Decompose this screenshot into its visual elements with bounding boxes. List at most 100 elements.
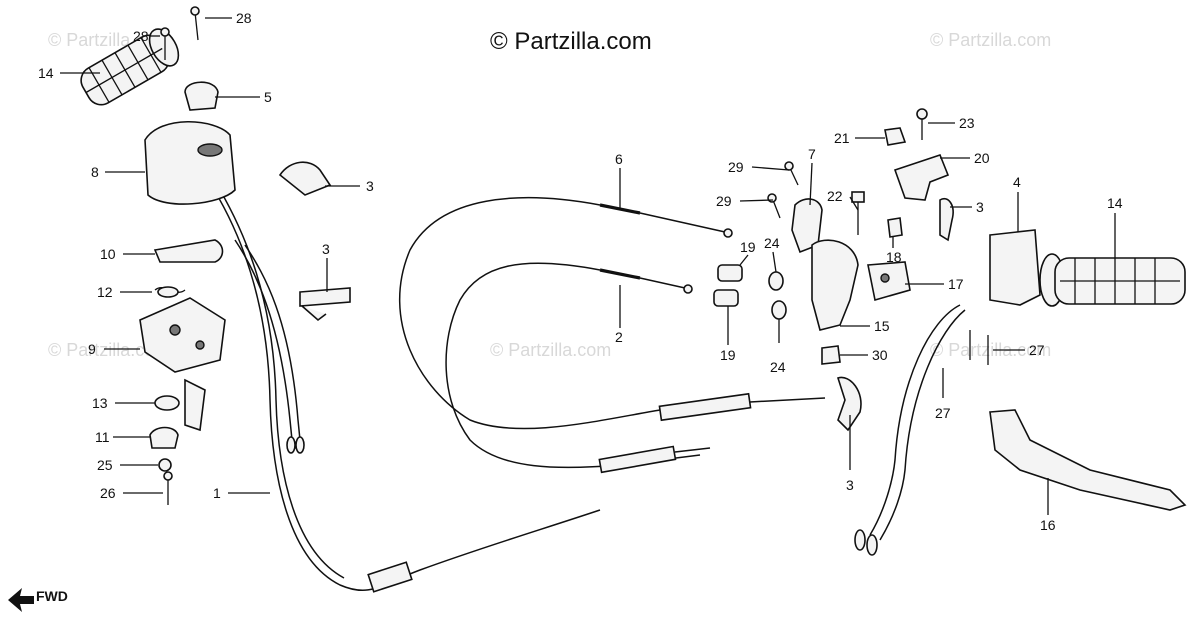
- callout-6: 6: [615, 151, 623, 167]
- part-13-arm: [184, 378, 206, 432]
- right-wire-connector-b: [866, 534, 878, 556]
- screw-29b: [772, 199, 781, 219]
- wire-connector-b: [295, 436, 305, 454]
- part-18: [887, 217, 903, 238]
- bracket-10: [153, 239, 224, 263]
- callout-28-left: 28: [133, 28, 149, 44]
- cable-clamp-mid: [299, 287, 351, 307]
- throttle-knob: [184, 81, 219, 111]
- callout-7: 7: [808, 146, 816, 162]
- callout-27-right: 27: [1029, 342, 1045, 358]
- callout-25: 25: [97, 457, 113, 473]
- cable-2-lower-wire: [674, 447, 711, 453]
- callout-22: 22: [827, 188, 843, 204]
- nut-25: [158, 458, 172, 472]
- callout-12: 12: [97, 284, 113, 300]
- fwd-label: FWD: [36, 588, 68, 604]
- cable-clamp-top: [278, 161, 332, 196]
- brake-lever-16: [989, 409, 1187, 511]
- cable-6: [399, 197, 741, 430]
- callout-24-bottom: 24: [770, 359, 786, 375]
- watermark-top-right: © Partzilla.com: [930, 30, 1052, 50]
- callout-13: 13: [92, 395, 108, 411]
- part-24a: [768, 271, 784, 291]
- part-24b: [771, 300, 787, 320]
- cable-2-nipple: [683, 284, 693, 294]
- callout-16: 16: [1040, 517, 1056, 533]
- cable-2-end: [599, 268, 641, 280]
- callout-15: 15: [874, 318, 890, 334]
- callout-14-left: 14: [38, 65, 54, 81]
- lever-holder-7: [791, 198, 823, 254]
- callout-4: 4: [1013, 174, 1021, 190]
- callout-11: 11: [95, 429, 110, 445]
- callout-23: 23: [959, 115, 975, 131]
- fwd-arrow-icon: [8, 588, 34, 612]
- leader-lines: [60, 17, 1116, 515]
- callout-19-bottom: 19: [720, 347, 736, 363]
- part-13: [154, 395, 180, 411]
- callout-24-top: 24: [764, 235, 780, 251]
- cable-6-wire: [639, 212, 726, 233]
- switch-body-9: [139, 297, 226, 373]
- cable-6-adjuster: [658, 392, 752, 422]
- part-19b: [713, 289, 739, 307]
- cable-1: [207, 179, 601, 592]
- callout-17: 17: [948, 276, 964, 292]
- cable-1-adjuster: [367, 561, 413, 593]
- part-11: [149, 426, 179, 449]
- callout-1: 1: [213, 485, 221, 501]
- cable-2: [445, 262, 701, 469]
- switch-wire-a: [234, 239, 293, 441]
- callout-10: 10: [100, 246, 116, 262]
- callout-5: 5: [264, 89, 272, 105]
- switch-wire-b: [244, 244, 301, 441]
- callout-21: 21: [834, 130, 850, 146]
- right-switch-wire-b: [879, 309, 966, 541]
- right-grip: [1039, 253, 1186, 307]
- switch-housing-15: [811, 239, 859, 331]
- cable-2-wire: [639, 277, 686, 289]
- callout-3-bottom-right: 3: [846, 477, 854, 493]
- callout-19-top: 19: [740, 239, 756, 255]
- callout-28-right: 28: [236, 10, 252, 26]
- cable-6-nipple: [723, 228, 733, 238]
- callout-30: 30: [872, 347, 888, 363]
- bolt-23: [916, 108, 928, 120]
- switch-17: [867, 261, 911, 302]
- callout-2: 2: [615, 329, 623, 345]
- callout-3-top-right: 3: [976, 199, 984, 215]
- callout-9: 9: [88, 341, 96, 357]
- cable-clamp-lower-right: [836, 376, 862, 432]
- right-switch-4: [989, 229, 1041, 306]
- callout-18: 18: [886, 249, 902, 265]
- callout-27-bottom: 27: [935, 405, 951, 421]
- part-21: [884, 127, 907, 146]
- callout-29-top: 29: [728, 159, 744, 175]
- callout-14-right: 14: [1107, 195, 1123, 211]
- copyright-text: © Partzilla.com: [490, 28, 652, 55]
- screw-28b: [194, 11, 199, 41]
- left-grip: [80, 28, 180, 106]
- throttle-housing: [144, 121, 236, 205]
- watermark-mid-left: © Partzilla.com: [48, 340, 170, 360]
- wire-connector-a: [286, 436, 296, 454]
- callout-20: 20: [974, 150, 990, 166]
- right-wire-connector-a: [854, 529, 866, 551]
- part-30: [821, 345, 841, 365]
- watermark-mid-center: © Partzilla.com: [490, 340, 612, 360]
- cable-1-outer: [213, 179, 345, 579]
- cable-2-adjuster: [598, 445, 677, 474]
- watermark-mid-right: © Partzilla.com: [930, 340, 1052, 360]
- right-switch-wire-a: [869, 304, 961, 536]
- callout-3-mid-left: 3: [322, 241, 330, 257]
- part-19a: [717, 264, 743, 282]
- cable-clamp-upper-right: [939, 198, 954, 242]
- clamp-20: [893, 154, 950, 201]
- callout-26: 26: [100, 485, 116, 501]
- callout-3-top-left: 3: [366, 178, 374, 194]
- screw-29a: [789, 167, 799, 186]
- cable-6-lower-wire: [749, 397, 826, 403]
